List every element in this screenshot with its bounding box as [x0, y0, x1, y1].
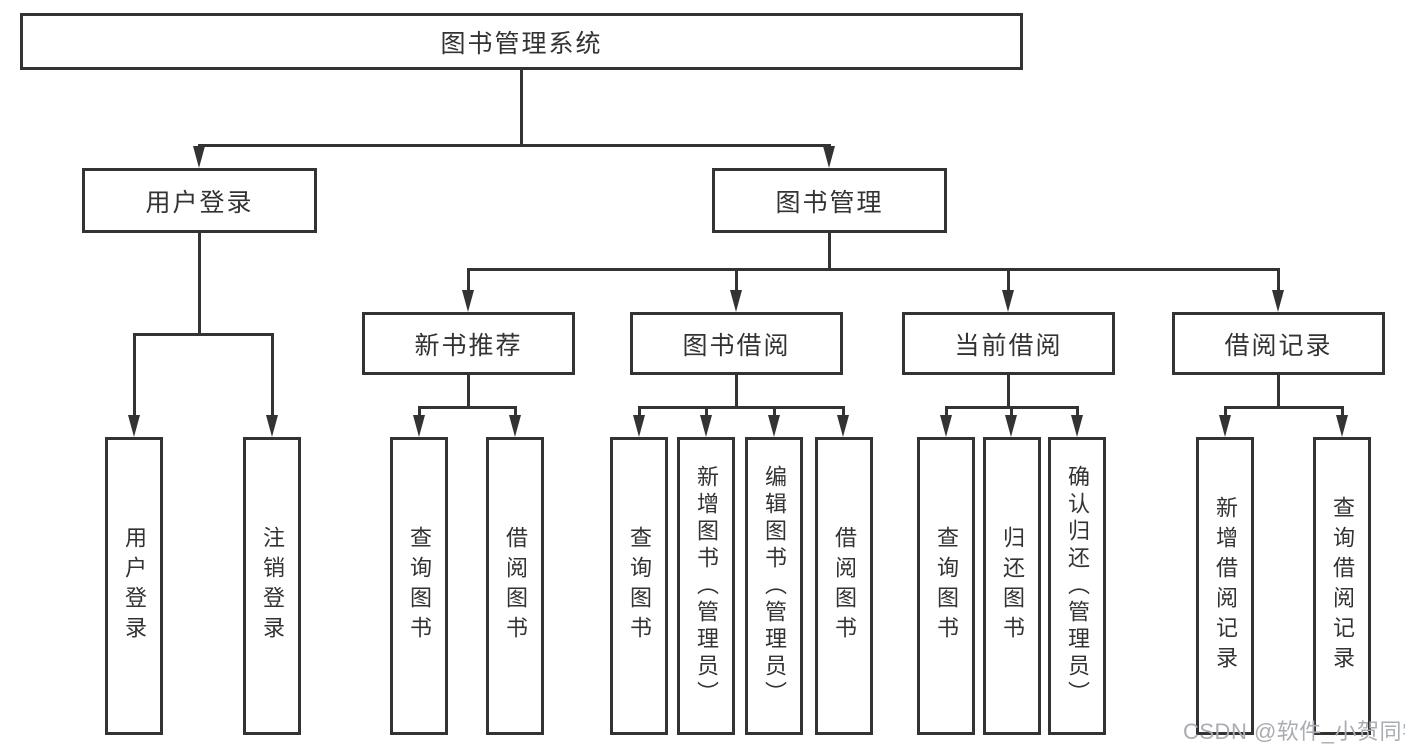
leaf-user-login: 用户登录 — [105, 437, 163, 735]
leaf-query-books-current-label: 查询图书 — [934, 526, 959, 646]
arrow-down-icon — [730, 290, 742, 312]
connector-group2-branch — [638, 406, 845, 409]
connector-manage-stem — [828, 233, 831, 270]
node-root-label: 图书管理系统 — [440, 29, 603, 58]
connector-group2-drop — [842, 406, 845, 415]
node-borrow-records-label: 借阅记录 — [1224, 331, 1333, 360]
leaf-logout-label: 注销登录 — [260, 526, 285, 646]
connector-group4-stem — [1277, 375, 1280, 408]
leaf-edit-books-admin-label: 编辑图书（管理员） — [762, 464, 787, 708]
arrow-down-icon — [1071, 415, 1083, 437]
connector-group2-drop — [705, 406, 708, 415]
node-book-borrowing-label: 图书借阅 — [682, 331, 791, 360]
connector-manage-drop — [735, 268, 738, 290]
leaf-add-borrow-record: 新增借阅记录 — [1196, 437, 1254, 735]
leaf-query-borrow-record-label: 查询借阅记录 — [1330, 496, 1355, 676]
connector-group2-drop — [638, 406, 641, 415]
connector-group4-branch — [1224, 406, 1343, 409]
leaf-edit-books-admin: 编辑图书（管理员） — [745, 437, 803, 735]
arrow-down-icon — [1219, 415, 1231, 437]
node-borrow-records: 借阅记录 — [1172, 312, 1385, 375]
node-user-login: 用户登录 — [82, 168, 317, 233]
arrow-down-icon — [1005, 415, 1017, 437]
arrow-down-icon — [193, 146, 205, 168]
node-user-login-label: 用户登录 — [145, 188, 254, 217]
node-new-book-recommend: 新书推荐 — [362, 312, 575, 375]
arrow-down-icon — [266, 415, 278, 437]
connector-group2-drop — [773, 406, 776, 415]
connector-group1-drop — [514, 406, 517, 415]
leaf-add-books-admin-label: 新增图书（管理员） — [694, 464, 719, 708]
leaf-borrow-books-recommend-label: 借阅图书 — [503, 526, 528, 646]
arrow-down-icon — [837, 415, 849, 437]
connector-group3-drop — [1076, 406, 1079, 415]
arrow-down-icon — [700, 415, 712, 437]
arrow-down-icon — [1002, 290, 1014, 312]
leaf-query-books-recommend-label: 查询图书 — [407, 526, 432, 646]
node-current-borrowing: 当前借阅 — [902, 312, 1115, 375]
arrow-down-icon — [1336, 415, 1348, 437]
arrow-down-icon — [768, 415, 780, 437]
connector-group1-drop — [418, 406, 421, 415]
connector-manage-branch — [467, 268, 1280, 271]
connector-manage-drop — [467, 268, 470, 290]
leaf-user-login-label: 用户登录 — [122, 526, 147, 646]
connector-group1-branch — [418, 406, 517, 409]
connector-root-branch — [198, 144, 831, 147]
connector-login-branch — [133, 333, 274, 336]
leaf-logout: 注销登录 — [243, 437, 301, 735]
leaf-borrow-books: 借阅图书 — [815, 437, 873, 735]
arrow-down-icon — [1272, 290, 1284, 312]
connector-manage-drop — [1007, 268, 1010, 290]
leaf-query-borrow-record: 查询借阅记录 — [1313, 437, 1371, 735]
connector-login-drop — [271, 333, 274, 415]
leaf-query-books-borrow: 查询图书 — [610, 437, 668, 735]
connector-login-drop — [133, 333, 136, 415]
leaf-confirm-return-admin: 确认归还（管理员） — [1048, 437, 1106, 735]
connector-group4-drop — [1341, 406, 1344, 415]
connector-group2-stem — [735, 375, 738, 408]
leaf-return-books: 归还图书 — [983, 437, 1041, 735]
node-book-management: 图书管理 — [712, 168, 947, 233]
node-current-borrowing-label: 当前借阅 — [954, 331, 1063, 360]
connector-manage-drop — [1277, 268, 1280, 290]
connector-group4-drop — [1224, 406, 1227, 415]
connector-group3-drop — [1010, 406, 1013, 415]
connector-group1-stem — [467, 375, 470, 408]
leaf-borrow-books-label: 借阅图书 — [832, 526, 857, 646]
leaf-borrow-books-recommend: 借阅图书 — [486, 437, 544, 735]
leaf-confirm-return-admin-label: 确认归还（管理员） — [1065, 464, 1090, 708]
arrow-down-icon — [823, 146, 835, 168]
arrow-down-icon — [128, 415, 140, 437]
arrow-down-icon — [462, 290, 474, 312]
connector-root-stem — [520, 70, 523, 146]
leaf-add-books-admin: 新增图书（管理员） — [677, 437, 735, 735]
arrow-down-icon — [633, 415, 645, 437]
arrow-down-icon — [509, 415, 521, 437]
csdn-watermark: CSDN @软件_小贺同学 — [1183, 719, 1405, 744]
leaf-query-books-current: 查询图书 — [917, 437, 975, 735]
arrow-down-icon — [413, 415, 425, 437]
node-book-borrowing: 图书借阅 — [630, 312, 843, 375]
arrow-down-icon — [940, 415, 952, 437]
leaf-add-borrow-record-label: 新增借阅记录 — [1213, 496, 1238, 676]
leaf-query-books-recommend: 查询图书 — [390, 437, 448, 735]
leaf-return-books-label: 归还图书 — [1000, 526, 1025, 646]
node-book-management-label: 图书管理 — [775, 188, 884, 217]
connector-group3-drop — [945, 406, 948, 415]
node-new-book-recommend-label: 新书推荐 — [414, 331, 523, 360]
connector-group3-stem — [1007, 375, 1010, 408]
node-root: 图书管理系统 — [20, 13, 1023, 70]
connector-login-stem — [198, 233, 201, 335]
leaf-query-books-borrow-label: 查询图书 — [627, 526, 652, 646]
